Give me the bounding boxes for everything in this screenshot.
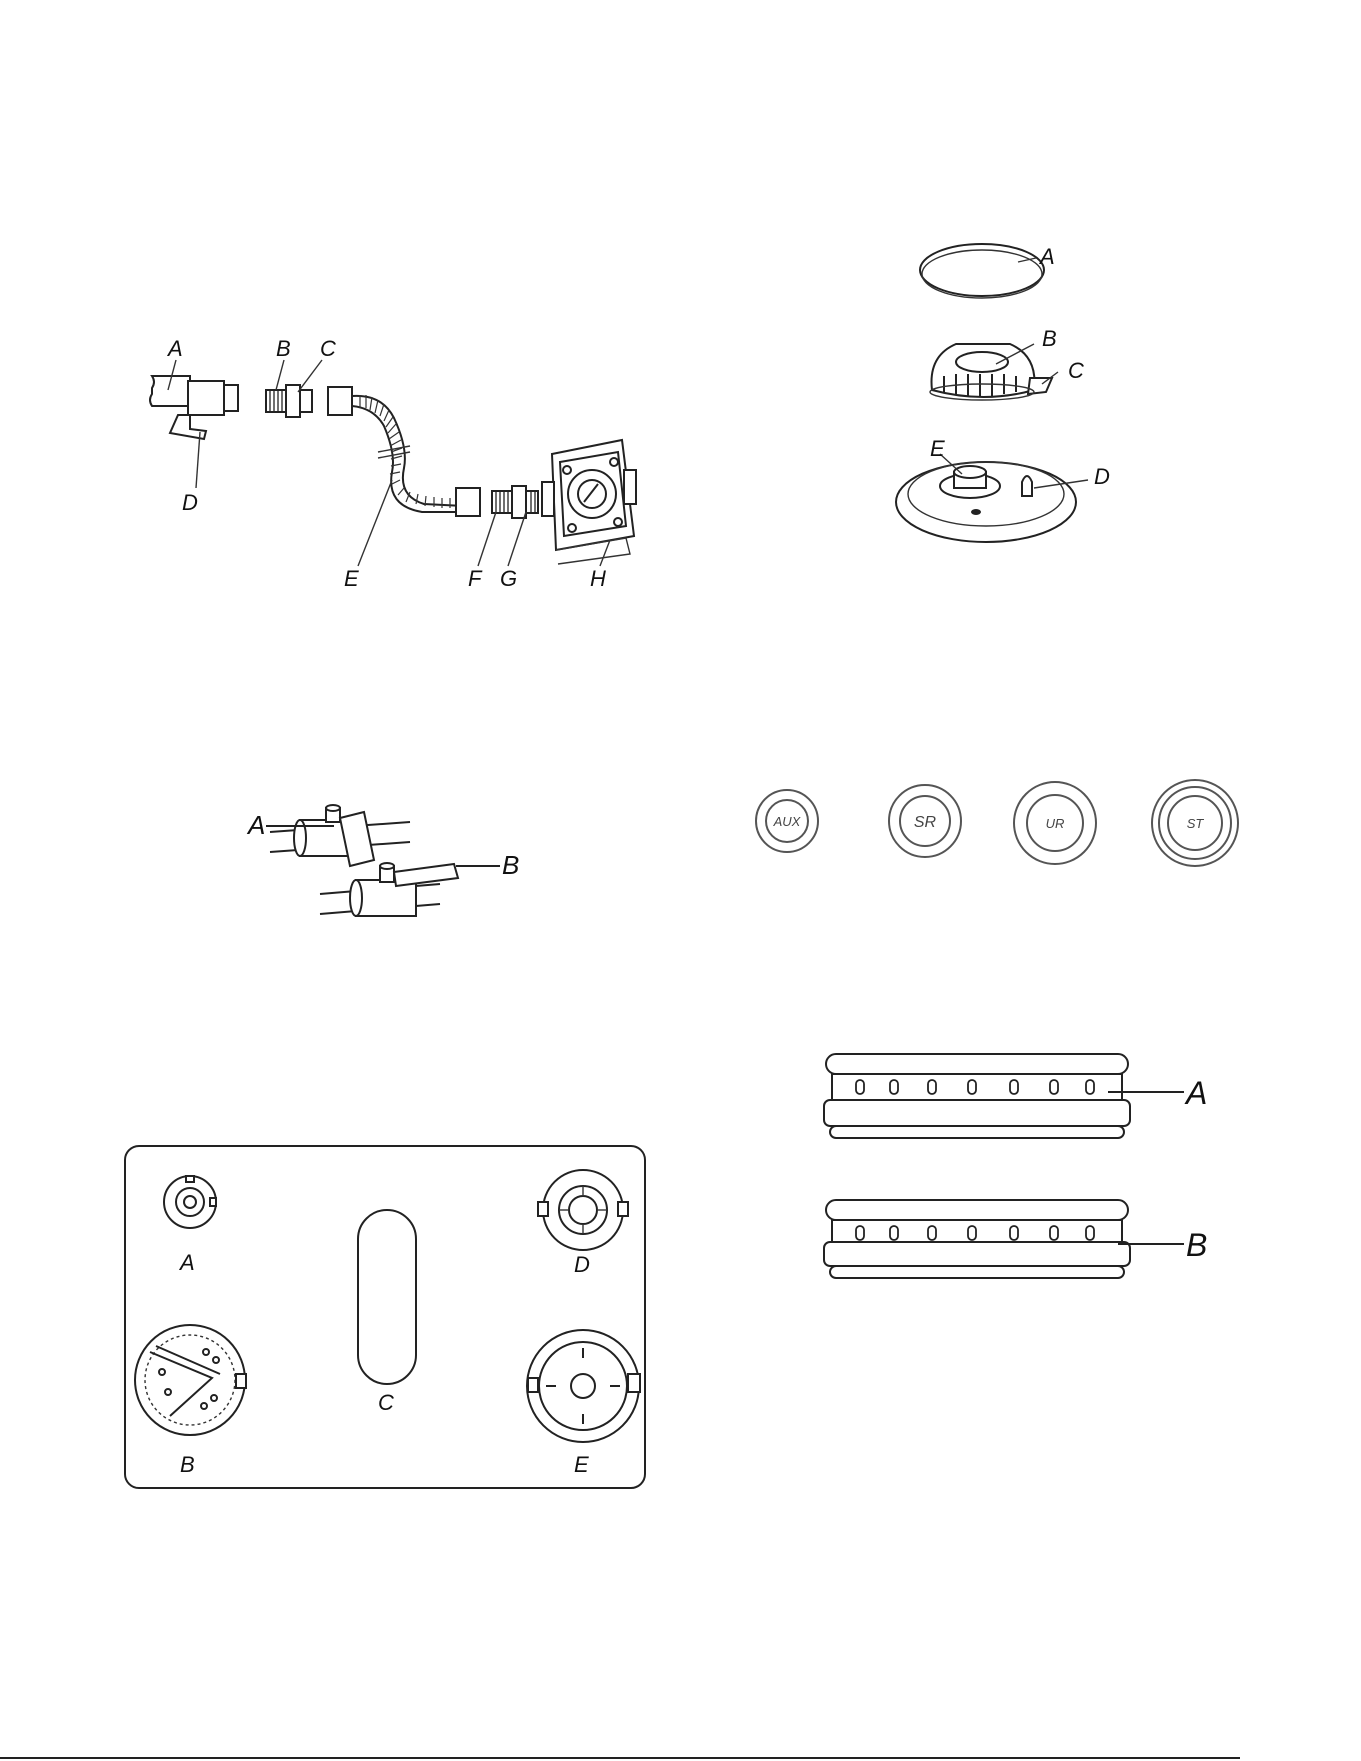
label-b: B <box>1042 326 1057 351</box>
cap-label-st: ST <box>1187 816 1205 831</box>
label-d: D <box>1094 464 1110 489</box>
label-b: B <box>180 1452 195 1477</box>
burner-side-figure: A B <box>824 1054 1207 1278</box>
cap-ur: UR <box>1014 782 1096 864</box>
label-b: B <box>502 850 519 880</box>
label-c: C <box>378 1390 394 1415</box>
flex-connector-e <box>328 387 480 516</box>
burner-caps-figure: AUX SR UR ST <box>756 780 1238 866</box>
label-f: F <box>468 566 483 591</box>
griddle-position-c <box>358 1210 416 1384</box>
cap-label-ur: UR <box>1046 816 1065 831</box>
cap-st: ST <box>1152 780 1238 866</box>
label-a: A <box>166 336 183 361</box>
cap-aux: AUX <box>756 790 818 852</box>
label-g: G <box>500 566 517 591</box>
label-e: E <box>930 436 945 461</box>
burner-position-b <box>135 1325 246 1435</box>
label-a: A <box>178 1250 195 1275</box>
burner-head <box>930 344 1052 400</box>
label-h: H <box>590 566 606 591</box>
label-d: D <box>574 1252 590 1277</box>
shutoff-valve-figure: A B <box>246 805 519 916</box>
pressure-regulator-h <box>542 440 636 564</box>
burner-position-e <box>527 1330 640 1442</box>
valve-b <box>320 863 458 916</box>
fitting-b-c <box>266 385 312 417</box>
label-c: C <box>1068 358 1084 383</box>
valve-a <box>270 805 410 866</box>
label-e: E <box>574 1452 589 1477</box>
fitting-f-g <box>492 486 538 518</box>
gas-connection-figure: A B C D E F G H <box>150 336 636 591</box>
label-a: A <box>1038 244 1055 269</box>
burner-position-a <box>164 1176 216 1228</box>
label-a: A <box>246 810 265 840</box>
label-a: A <box>1184 1075 1207 1111</box>
burner-assembly-figure: A B C D E <box>896 244 1110 542</box>
label-b: B <box>1186 1227 1207 1263</box>
burner-base <box>896 462 1076 542</box>
cap-label-aux: AUX <box>773 814 802 829</box>
cap-label-sr: SR <box>914 814 937 831</box>
cooktop-layout-figure: A B C D E <box>125 1146 645 1488</box>
supply-pipe-with-valve <box>150 376 238 439</box>
label-e: E <box>344 566 359 591</box>
label-b: B <box>276 336 291 361</box>
burner-side-a <box>824 1054 1130 1138</box>
burner-side-b <box>824 1200 1130 1278</box>
burner-cap <box>920 244 1044 296</box>
cap-sr: SR <box>889 785 961 857</box>
label-c: C <box>320 336 336 361</box>
label-d: D <box>182 490 198 515</box>
